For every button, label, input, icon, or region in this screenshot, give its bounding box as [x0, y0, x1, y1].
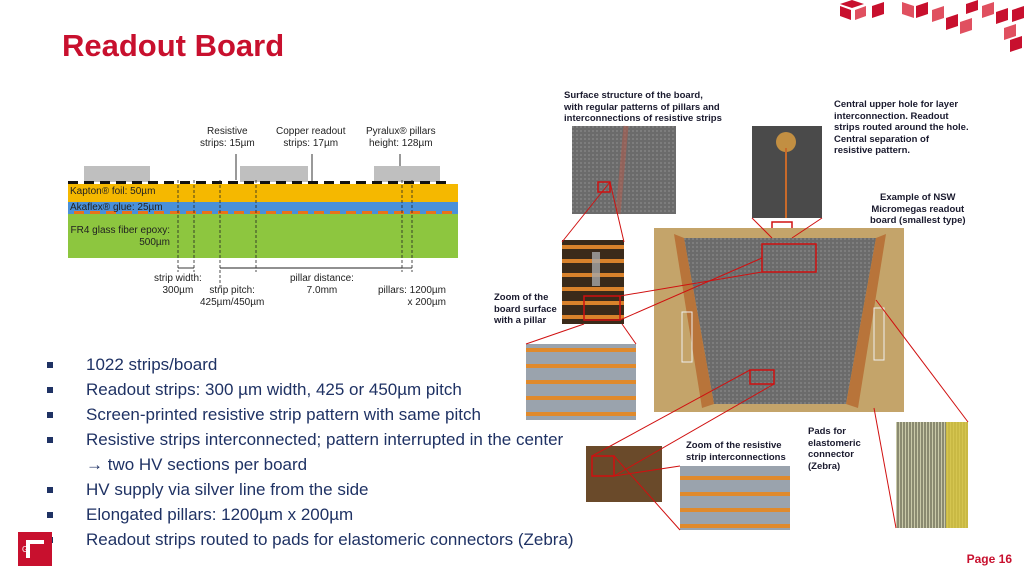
label-pillars-size: pillars: 1200µm x 200µm	[377, 285, 446, 308]
bullet-item: Elongated pillars: 1200µm x 200µm	[44, 502, 624, 527]
label-strip-width: strip width: 300µm	[154, 273, 202, 296]
bullet-item: Screen-printed resistive strip pattern w…	[44, 402, 624, 427]
layer-stack-graphic	[68, 154, 458, 288]
board-photos-area: Surface structure of the board,with regu…	[488, 86, 1024, 536]
institution-logo: G	[18, 532, 52, 566]
bullet-item: 1022 strips/board	[44, 352, 624, 377]
callout-surface-structure: Surface structure of the board,with regu…	[564, 90, 722, 124]
label-resistive-strips: Resistive strips: 15µm	[200, 126, 255, 149]
svg-text:G: G	[22, 545, 28, 554]
label-akaflex: Akaflex® glue: 25µm	[70, 202, 163, 213]
layer-cross-section-diagram: Resistive strips: 15µm Copper readout st…	[60, 118, 460, 318]
photos-graphic	[525, 125, 969, 531]
bullet-item: HV supply via silver line from the side	[44, 477, 624, 502]
cube-pattern-logo	[840, 0, 1024, 52]
label-kapton: Kapton® foil: 50µm	[70, 186, 156, 197]
label-strip-pitch: strip pitch: 425µm/450µm	[200, 285, 265, 308]
label-fr4: FR4 glass fiber epoxy: 500µm	[70, 225, 171, 248]
bullet-item: Readout strips: 300 µm width, 425 or 450…	[44, 377, 624, 402]
bullet-item: Resistive strips interconnected; pattern…	[44, 427, 624, 477]
label-pyralux-pillars: Pyralux® pillars height: 128µm	[366, 126, 436, 149]
bullet-list: 1022 strips/board Readout strips: 300 µm…	[44, 352, 624, 552]
label-pillar-distance: pillar distance: 7.0mm	[290, 273, 354, 296]
label-copper-strips: Copper readout strips: 17µm	[276, 126, 346, 149]
page-title: Readout Board	[62, 28, 285, 63]
page-number: Page 16	[966, 552, 1012, 566]
